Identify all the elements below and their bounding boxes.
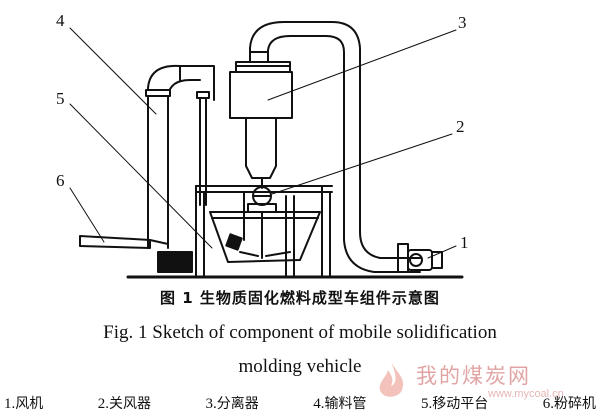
legend-number: 4. xyxy=(313,396,325,412)
watermark-text: 我的煤炭网 xyxy=(416,364,531,388)
legend-number: 1. xyxy=(4,396,16,412)
callout-1: 1 xyxy=(460,233,469,252)
legend-label: 分离器 xyxy=(216,396,259,412)
inner-pipe xyxy=(199,95,207,206)
leader-6 xyxy=(69,187,105,243)
legend-label: 风机 xyxy=(15,396,44,412)
legend-item: 4.输料管 xyxy=(313,393,366,417)
callout-3: 3 xyxy=(458,13,467,32)
callout-6: 6 xyxy=(56,171,65,190)
watermark: 我的煤炭网 www.mycoal.cn xyxy=(368,358,600,408)
flame-logo-icon xyxy=(379,362,404,397)
crusher xyxy=(79,235,151,249)
legend-label: 移动平台 xyxy=(432,396,489,412)
leader-5 xyxy=(69,103,213,249)
callout-5: 5 xyxy=(56,89,65,108)
legend-label: 输料管 xyxy=(324,396,367,412)
legend-item: 3.分离器 xyxy=(206,393,259,417)
legend-item: 6.粉碎机 xyxy=(543,393,596,417)
leader-3 xyxy=(267,29,457,101)
fan xyxy=(397,243,409,273)
legend-number: 3. xyxy=(205,396,217,412)
legend-item: 1.风机 xyxy=(4,393,43,417)
watermark-url: www.mycoal.cn xyxy=(488,388,564,400)
legend-number: 5. xyxy=(421,396,433,412)
caption-chinese: 图 1 生物质固化燃料成型车组件示意图 xyxy=(160,289,440,307)
callout-2: 2 xyxy=(456,117,465,136)
mobile-platform xyxy=(195,185,333,193)
return-pipe xyxy=(249,21,421,259)
caption-english-line2: molding vehicle xyxy=(238,356,362,377)
callout-4: 4 xyxy=(56,11,65,30)
legend-label: 粉碎机 xyxy=(554,396,596,412)
leader-2 xyxy=(271,133,453,195)
caption-english-line1: Fig. 1 Sketch of component of mobile sol… xyxy=(103,322,497,343)
legend-item: 2.关风器 xyxy=(98,393,151,417)
leader-4 xyxy=(69,27,157,115)
legend-number: 2. xyxy=(97,396,109,412)
legend-item: 5.移动平台 xyxy=(421,393,488,417)
legend-number: 6. xyxy=(542,396,554,412)
separator xyxy=(229,71,293,179)
leader-1 xyxy=(427,245,457,259)
parts-legend: 1.风机 2.关风器 3.分离器 4.输料管 5.移动平台 6.粉碎机 xyxy=(0,393,600,417)
legend-label: 关风器 xyxy=(109,396,151,412)
